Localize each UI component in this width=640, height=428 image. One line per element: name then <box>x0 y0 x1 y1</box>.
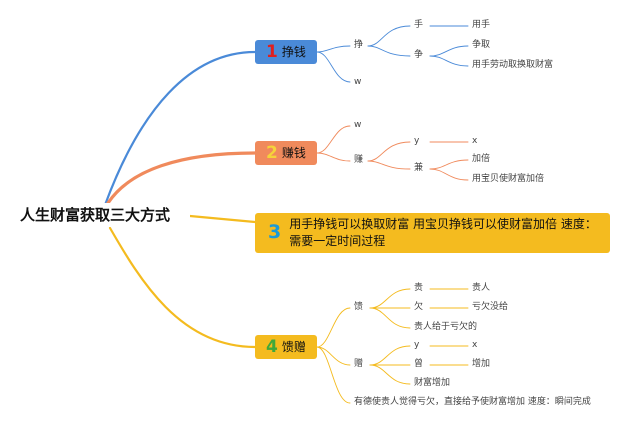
b4-x[interactable]: x <box>472 340 478 350</box>
b1-w[interactable]: w <box>354 77 362 87</box>
link-root-branch2 <box>106 151 257 205</box>
b2-jian[interactable]: 兼 <box>414 163 424 173</box>
b2-w[interactable]: w <box>354 120 362 130</box>
b4-y[interactable]: y <box>414 340 420 350</box>
branch-4-number: 4 <box>266 337 278 357</box>
branch-2-number: 2 <box>266 143 278 163</box>
b1-zheng[interactable]: 挣 <box>354 40 364 50</box>
b2-y[interactable]: y <box>414 136 420 146</box>
b4-guiren[interactable]: 贵人 <box>472 283 491 293</box>
link-root-branch1 <box>103 50 257 207</box>
b1-shou[interactable]: 手 <box>414 20 424 30</box>
b2-jiabei[interactable]: 加倍 <box>472 154 491 164</box>
b4-zengjia[interactable]: 增加 <box>472 359 491 369</box>
b1-yongshou[interactable]: 用手 <box>472 20 491 30</box>
b1-zheng2[interactable]: 争 <box>414 50 424 60</box>
b4-kuiqian[interactable]: 亏欠没给 <box>472 302 509 312</box>
b4-gui[interactable]: 贵 <box>414 283 424 293</box>
b2-zhuan[interactable]: 赚 <box>354 155 364 165</box>
b4-caifu[interactable]: 财富增加 <box>414 378 451 388</box>
branch-2-label: 赚钱 <box>281 146 306 160</box>
b4-guiren-detail[interactable]: 贵人给于亏欠的 <box>414 322 478 332</box>
root-topic[interactable]: 人生财富获取三大方式 <box>18 203 190 227</box>
b2-detail[interactable]: 用宝贝使财富加倍 <box>472 174 545 184</box>
branch-3-text: 用手挣钱可以换取财富 用宝贝挣钱可以使财富加倍 速度：需要一定时间过程 <box>289 217 597 248</box>
b4-kui[interactable]: 馈 <box>354 302 364 312</box>
b4-qian[interactable]: 欠 <box>414 302 424 312</box>
b1-detail[interactable]: 用手劳动取换取财富 <box>472 60 554 70</box>
branch-3-node[interactable]: 3 用手挣钱可以换取财富 用宝贝挣钱可以使财富加倍 速度：需要一定时间过程 <box>255 213 610 253</box>
branch-3-number: 3 <box>268 221 282 243</box>
link-root-branch3 <box>188 214 257 224</box>
b2-x[interactable]: x <box>472 136 478 146</box>
b4-summary[interactable]: 有德使贵人觉得亏欠，直接给予使财富增加 速度：瞬间完成 <box>354 397 591 407</box>
b1-zhengqu[interactable]: 争取 <box>472 40 491 50</box>
branch-4-label: 馈赠 <box>281 340 306 354</box>
branch-1-number: 1 <box>266 42 278 62</box>
b4-zeng[interactable]: 赠 <box>354 359 364 369</box>
link-root-branch4 <box>108 226 257 349</box>
b4-ceng[interactable]: 曾 <box>414 359 424 369</box>
branch-1-label: 挣钱 <box>281 45 306 59</box>
